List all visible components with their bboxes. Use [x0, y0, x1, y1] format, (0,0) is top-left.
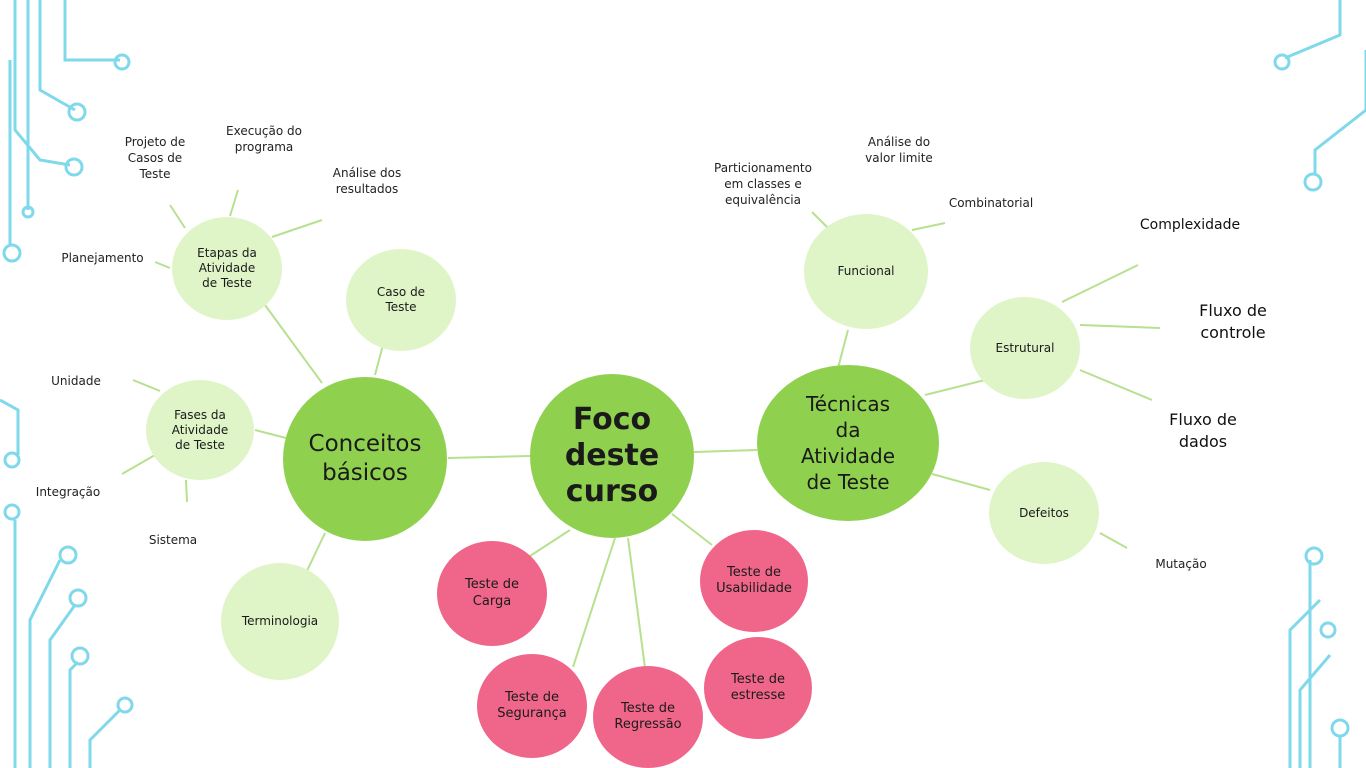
fases-label: Fases da Atividade de Teste — [171, 407, 229, 452]
fases-sistema-label: Sistema — [148, 533, 198, 547]
etapas-execucao-label: Execução do programa — [226, 124, 302, 155]
tecnicas-node: Técnicas da Atividade de Teste — [757, 365, 939, 521]
etapas-planejamento-label: Planejamento — [61, 251, 144, 265]
teste-usabilidade-node: Teste de Usabilidade — [700, 530, 808, 632]
fases-node: Fases da Atividade de Teste — [146, 380, 254, 480]
funcional-label: Funcional — [837, 264, 895, 278]
defeitos-mutacao-label: Mutação — [1155, 557, 1207, 571]
tecnicas-label: Técnicas da Atividade de Teste — [800, 392, 896, 494]
funcional-particionamento-label: Particionamento em classes e equivalênci… — [714, 161, 812, 208]
caso-de-teste-label: Caso de Teste — [376, 285, 426, 314]
center-label: Foco deste curso — [564, 402, 660, 509]
teste-usabilidade-label: Teste de Usabilidade — [716, 564, 792, 596]
center-node: Foco deste curso — [530, 374, 694, 538]
funcional-combinatorial-label: Combinatorial — [948, 196, 1034, 210]
teste-regressao-node: Teste de Regressão — [593, 666, 703, 768]
funcional-node: Funcional — [804, 214, 928, 329]
teste-seguranca-label: Teste de Segurança — [497, 689, 567, 721]
teste-regressao-label: Teste de Regressão — [614, 700, 682, 732]
caso-de-teste-node: Caso de Teste — [346, 249, 456, 351]
estrutural-node: Estrutural — [970, 297, 1080, 399]
circuit-decoration-left — [0, 0, 134, 768]
fases-integracao-label: Integração — [35, 485, 101, 499]
terminologia-label: Terminologia — [241, 614, 319, 628]
mindmap-connectors — [121, 189, 1161, 669]
teste-carga-label: Teste de Carga — [465, 577, 519, 609]
fases-unidade-label: Unidade — [51, 374, 101, 388]
teste-estresse-node: Teste de estresse — [704, 637, 812, 739]
terminologia-node: Terminologia — [221, 563, 339, 680]
estrutural-fluxo-dados-label: Fluxo de dados — [1169, 410, 1237, 451]
estrutural-complexidade-label: Complexidade — [1139, 217, 1241, 233]
defeitos-label: Defeitos — [1019, 505, 1069, 520]
circuit-decoration-right — [1273, 0, 1366, 768]
conceitos-label: Conceitos básicos — [308, 431, 422, 486]
estrutural-label: Estrutural — [995, 340, 1055, 355]
etapas-node: Etapas da Atividade de Teste — [172, 217, 282, 320]
funcional-analise-label: Análise do valor limite — [865, 135, 933, 166]
defeitos-node: Defeitos — [989, 462, 1099, 564]
conceitos-node: Conceitos básicos — [283, 377, 447, 541]
teste-carga-node: Teste de Carga — [437, 541, 547, 646]
etapas-label: Etapas da Atividade de Teste — [197, 246, 257, 290]
estrutural-fluxo-controle-label: Fluxo de controle — [1199, 301, 1267, 342]
etapas-projeto-label: Projeto de Casos de Teste — [124, 135, 186, 182]
etapas-analise-label: Análise dos resultados — [332, 166, 402, 197]
teste-estresse-label: Teste de estresse — [730, 671, 786, 703]
teste-seguranca-node: Teste de Segurança — [477, 654, 587, 758]
